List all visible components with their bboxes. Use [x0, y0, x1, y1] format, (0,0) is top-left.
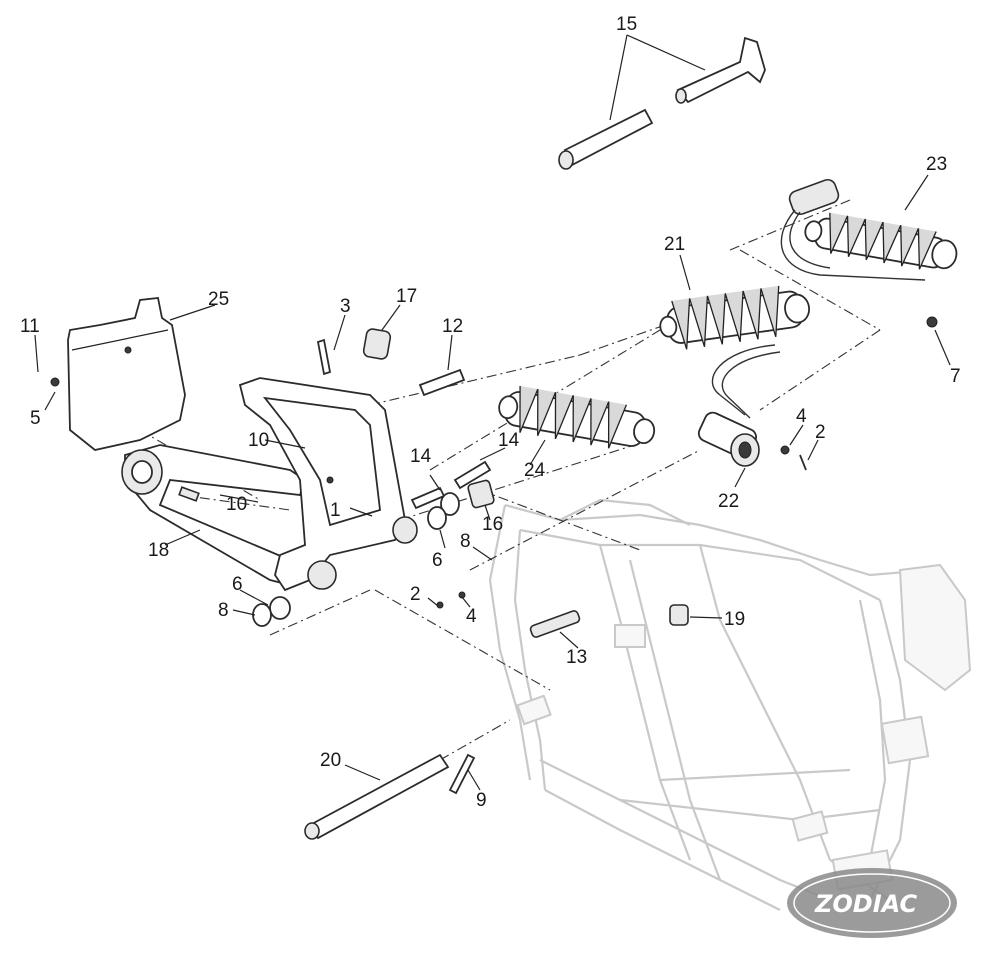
part-22-reservoir	[697, 411, 760, 467]
part-18-swingarm	[121, 377, 418, 592]
label-17: 17	[396, 286, 417, 307]
label-14: 14	[410, 446, 432, 467]
label-10: 10	[248, 430, 269, 451]
label-24: 24	[524, 460, 546, 481]
logo-text: ZODIAC	[814, 890, 917, 918]
label-5: 5	[30, 408, 41, 429]
label-10b: 10	[226, 494, 247, 515]
label-9: 9	[476, 790, 487, 811]
label-19: 19	[724, 609, 745, 630]
leader-lines	[34, 34, 951, 791]
label-7: 7	[950, 366, 961, 387]
part-21-shock	[659, 285, 811, 419]
label-11: 11	[20, 316, 40, 337]
label-25: 25	[208, 289, 229, 310]
label-6: 6	[432, 550, 443, 571]
label-21: 21	[664, 234, 685, 255]
label-4: 4	[796, 406, 807, 427]
label-14b: 14	[498, 430, 520, 451]
label-8: 8	[460, 531, 471, 552]
label-4b: 4	[466, 606, 477, 627]
label-22: 22	[718, 491, 739, 512]
frame-outline	[488, 498, 972, 911]
part-number-labels: 15 23 21 25 11 5 3 17 12 7 4 2 10 14 14 …	[20, 14, 961, 811]
label-6b: 6	[232, 574, 243, 595]
label-12: 12	[442, 316, 463, 337]
label-3: 3	[340, 296, 351, 317]
label-23: 23	[926, 154, 947, 175]
part-15-shafts	[558, 36, 766, 170]
part-20-axle	[304, 753, 476, 840]
label-2b: 2	[410, 584, 421, 605]
zodiac-logo: ZODIAC	[787, 868, 957, 938]
label-20: 20	[320, 750, 341, 771]
label-15: 15	[616, 14, 637, 35]
part-25-cover	[50, 297, 186, 451]
part-24-shock	[498, 385, 656, 449]
label-2: 2	[815, 422, 826, 443]
label-16: 16	[482, 514, 503, 535]
label-13: 13	[566, 647, 587, 668]
part-23-shock	[780, 178, 958, 281]
label-1: 1	[330, 500, 341, 521]
label-18: 18	[148, 540, 169, 561]
hardware	[252, 316, 938, 638]
label-8b: 8	[218, 600, 229, 621]
